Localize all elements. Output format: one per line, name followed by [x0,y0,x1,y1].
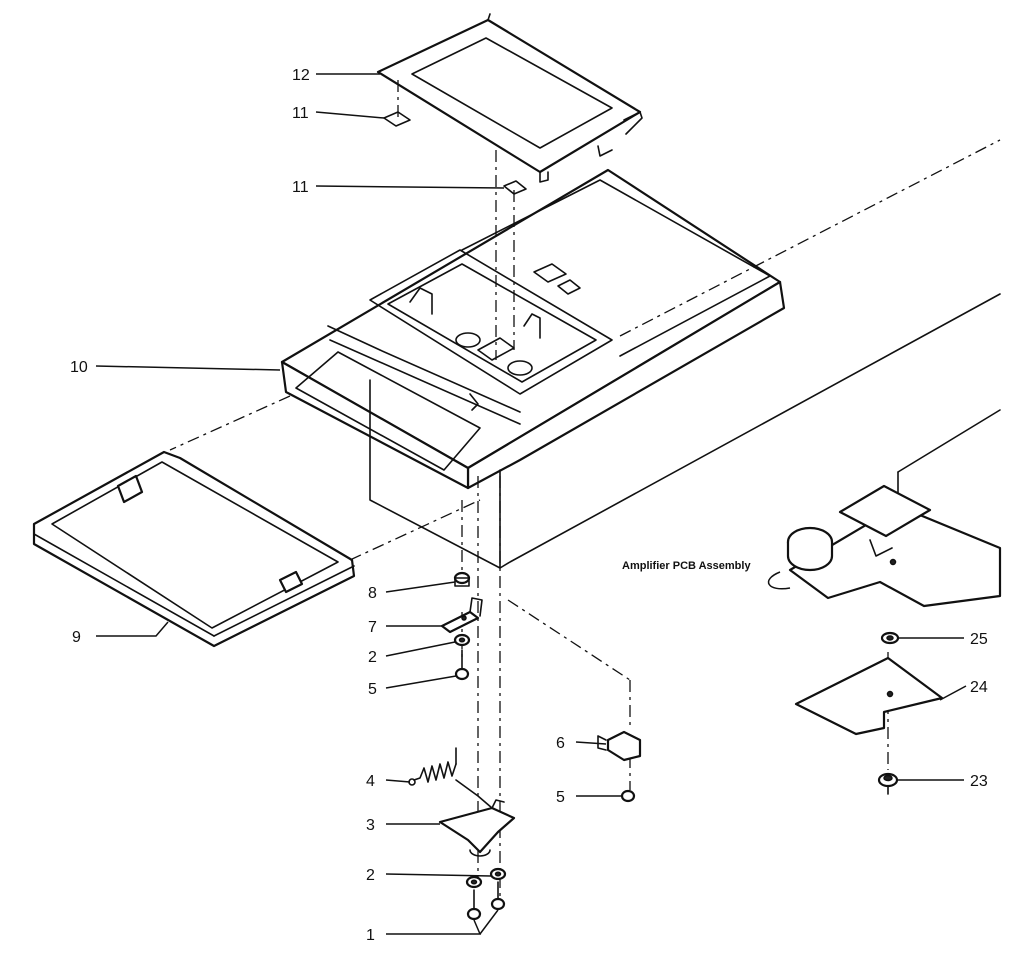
callout-5-right: 5 [556,789,565,806]
callout-4: 4 [366,773,375,790]
part-10-main-cabinet [280,168,1001,569]
part-1-screws [466,881,506,921]
part-25-washer [880,631,900,645]
callout-25: 25 [970,631,988,648]
part-7-bracket [440,597,483,634]
callout-11-upper: 11 [292,105,309,122]
part-2-washer-upper [453,633,471,647]
part-24-insulator-sheet [794,656,944,736]
callout-6: 6 [556,735,565,752]
part-3-lever-bracket [438,779,516,857]
amplifier-pcb-assembly-label: Amplifier PCB Assembly [622,560,751,572]
part-5-screw-left [454,649,470,681]
part-2-washers-lower [465,867,507,889]
callout-1: 1 [366,927,375,944]
callout-3: 3 [366,817,375,834]
callout-23: 23 [970,773,988,790]
part-12-cassette-lid [376,13,643,183]
callout-5-left: 5 [368,681,377,698]
part-5-screw-right [620,789,636,803]
callout-11-lower: 11 [292,179,309,196]
callout-24: 24 [970,679,988,696]
callout-2-upper: 2 [368,649,377,666]
part-23-foot-screw [877,772,899,795]
part-11-pads [383,111,527,195]
callout-labels: 12 11 11 10 9 8 7 2 5 4 3 2 1 6 5 25 24 … [70,67,988,944]
callout-8: 8 [368,585,377,602]
callout-7: 7 [368,619,377,636]
part-8-bushing [453,571,471,587]
callout-2-lower: 2 [366,867,375,884]
part-4-spring [408,747,457,786]
callout-10: 10 [70,359,88,376]
part-6-switch [597,730,642,762]
callout-9: 9 [72,629,81,646]
amplifier-pcb-assembly [786,409,1002,608]
part-9-front-bezel [32,450,356,648]
callout-12: 12 [292,67,310,84]
leader-lines [95,73,967,935]
